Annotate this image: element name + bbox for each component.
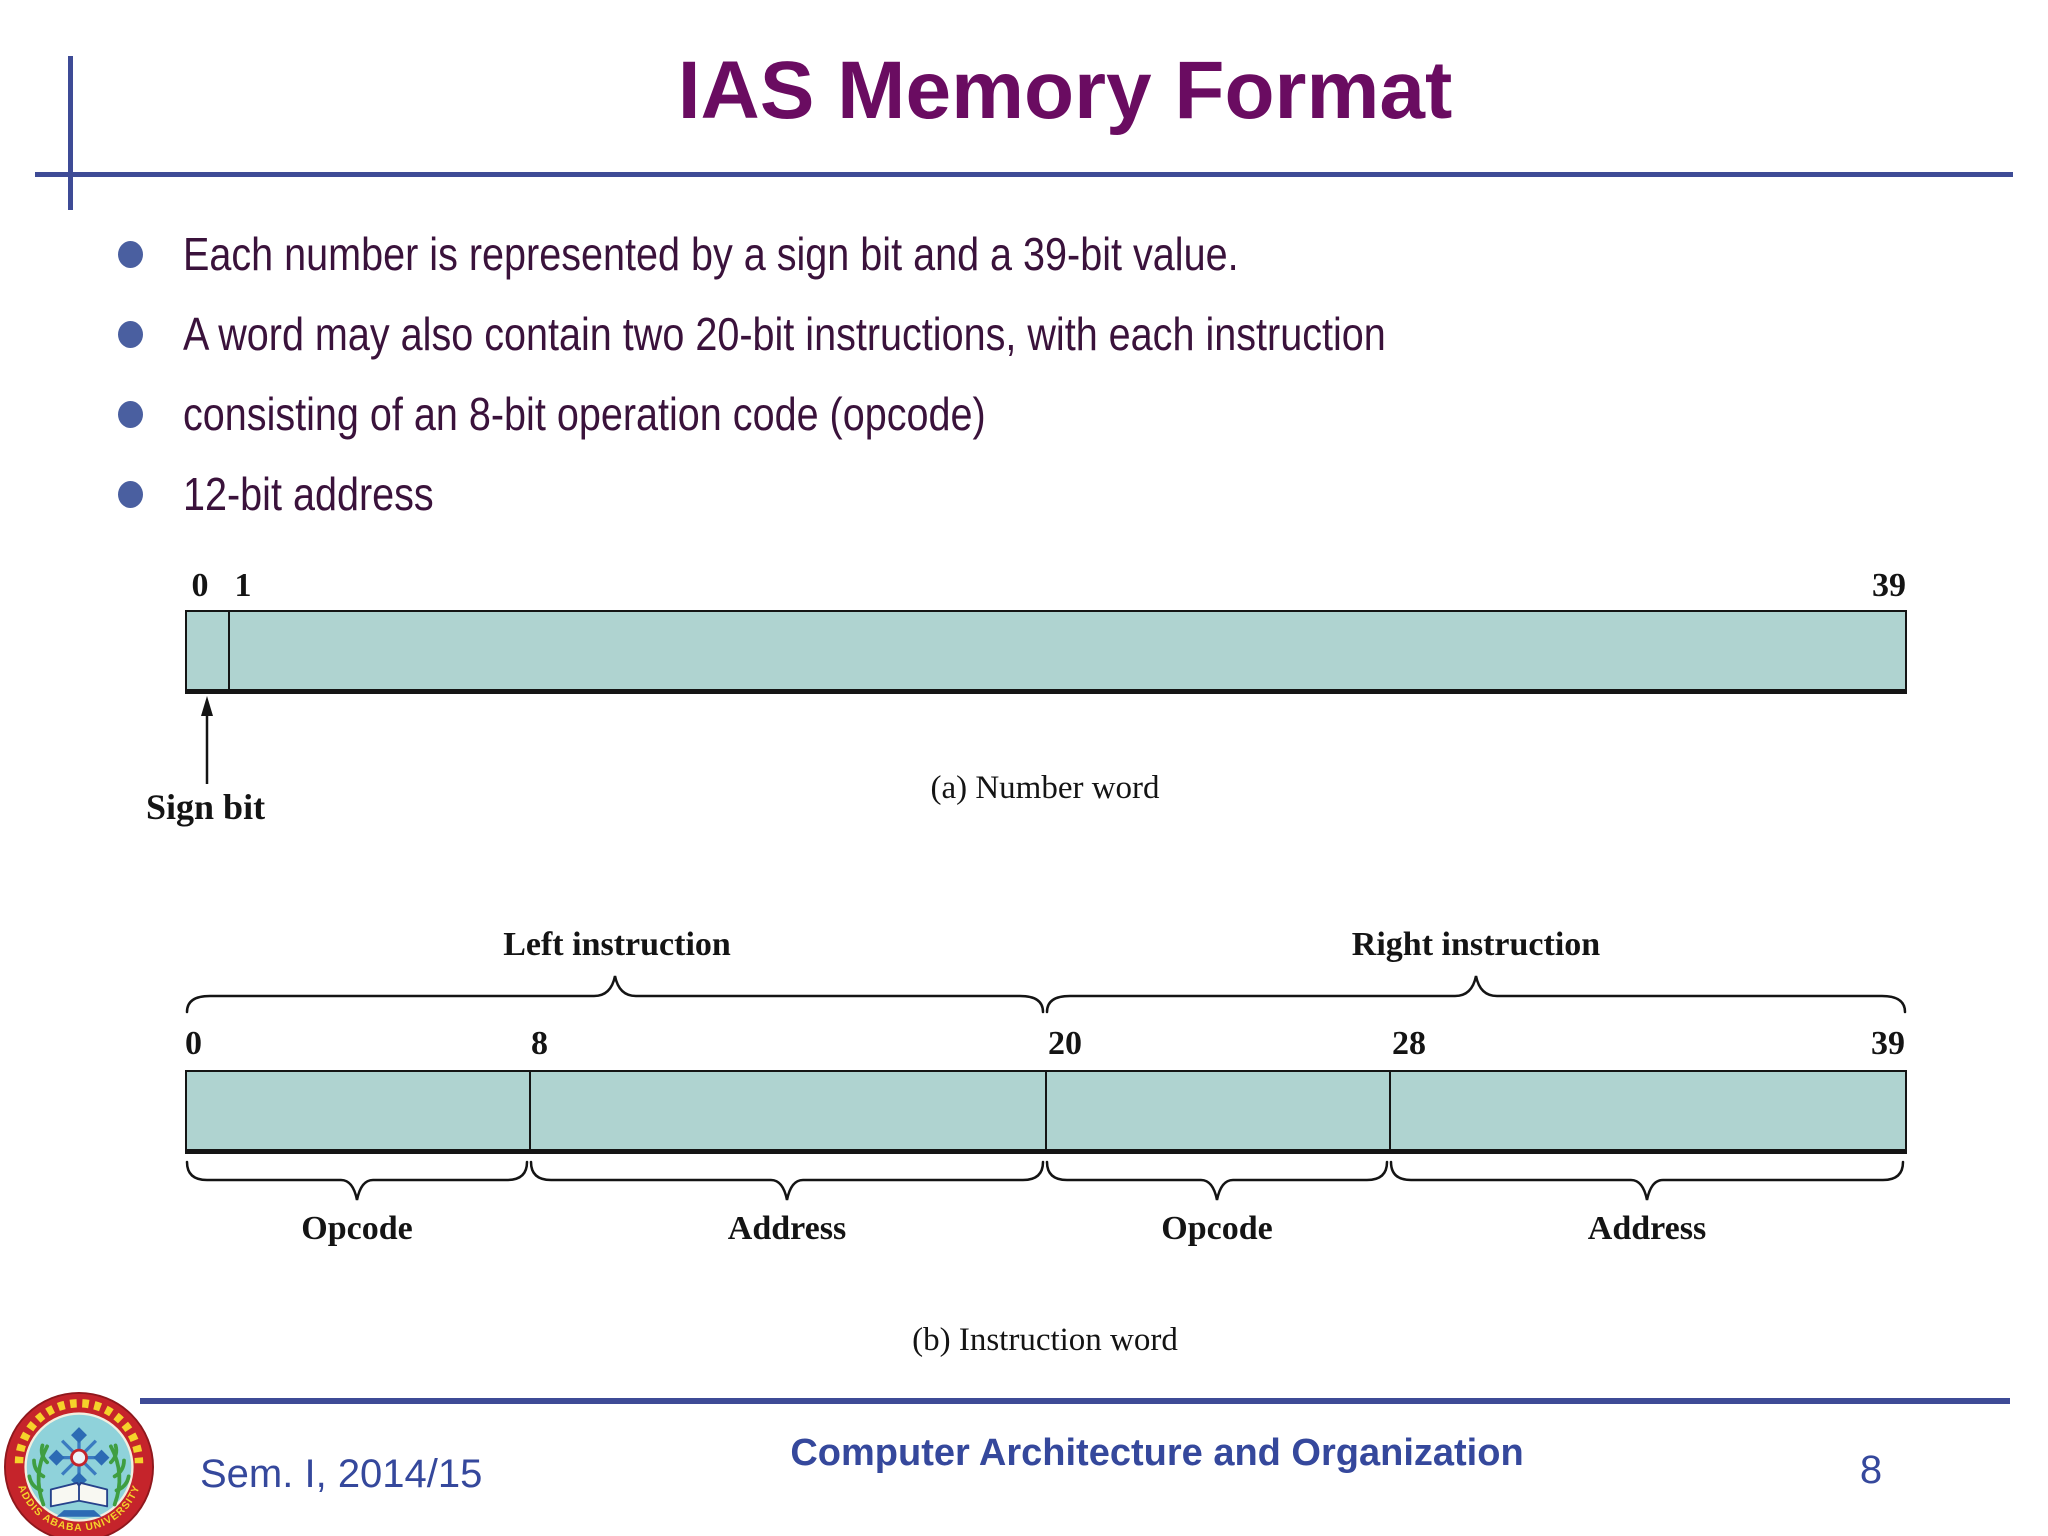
book-icon (49, 1482, 109, 1517)
bullet-icon (118, 480, 143, 508)
page-title: IAS Memory Format (677, 45, 1453, 136)
left-instruction-label: Left instruction (503, 926, 731, 963)
sign-bit-divider (228, 612, 230, 689)
bit-label-8: 8 (531, 1025, 548, 1062)
bullet-text: 12-bit address (183, 468, 434, 520)
bullet-icon (118, 240, 143, 268)
lower-braces-icon (185, 1160, 1905, 1201)
field-divider (529, 1072, 531, 1149)
wheat-icon (27, 1443, 49, 1507)
address-label: Address (1587, 1210, 1707, 1247)
bit-label-20: 20 (1048, 1025, 1082, 1062)
wheat-icon (109, 1443, 131, 1507)
right-instruction-label: Right instruction (1351, 926, 1601, 963)
bit-label-1: 1 (234, 567, 252, 604)
footer-term: Sem. I, 2014/15 (200, 1452, 483, 1496)
number-word-bar (185, 610, 1907, 694)
list-item: 12-bit address (118, 454, 1998, 534)
opcode-label: Opcode (1161, 1210, 1273, 1247)
list-item: consisting of an 8-bit operation code (o… (118, 374, 1998, 454)
figure-a-caption: (a) Number word (930, 770, 1160, 806)
opcode-label: Opcode (301, 1210, 413, 1247)
bit-label-39: 39 (1872, 567, 1906, 604)
bit-label-0: 0 (185, 1025, 202, 1062)
university-seal-logo: ADDIS ABABA UNIVERSITY (4, 1392, 154, 1536)
bit-label-28: 28 (1392, 1025, 1426, 1062)
address-label: Address (727, 1210, 847, 1247)
footer-rule (140, 1398, 2010, 1404)
vertical-accent-line (68, 56, 73, 210)
page-number: 8 (1859, 1448, 1883, 1492)
bit-label-0: 0 (191, 567, 209, 604)
figure-b-caption: (b) Instruction word (912, 1322, 1178, 1358)
bullet-text: Each number is represented by a sign bit… (183, 228, 1239, 280)
sign-bit-arrow-icon (201, 696, 213, 784)
bullet-list: Each number is represented by a sign bit… (118, 214, 1998, 534)
field-divider (1389, 1072, 1391, 1149)
instruction-word-bar (185, 1070, 1907, 1154)
field-divider (1045, 1072, 1047, 1149)
sign-bit-label: Sign bit (146, 787, 266, 827)
bullet-text: consisting of an 8-bit operation code (o… (183, 388, 986, 440)
bullet-text: A word may also contain two 20-bit instr… (183, 308, 1386, 360)
upper-braces-icon (185, 975, 1907, 1014)
title-rule (35, 172, 2013, 177)
bullet-icon (118, 320, 143, 348)
list-item: A word may also contain two 20-bit instr… (118, 294, 1998, 374)
bit-label-39: 39 (1871, 1025, 1905, 1062)
bullet-icon (118, 400, 143, 428)
footer-course-title: Computer Architecture and Organization (790, 1432, 1524, 1474)
list-item: Each number is represented by a sign bit… (118, 214, 1998, 294)
